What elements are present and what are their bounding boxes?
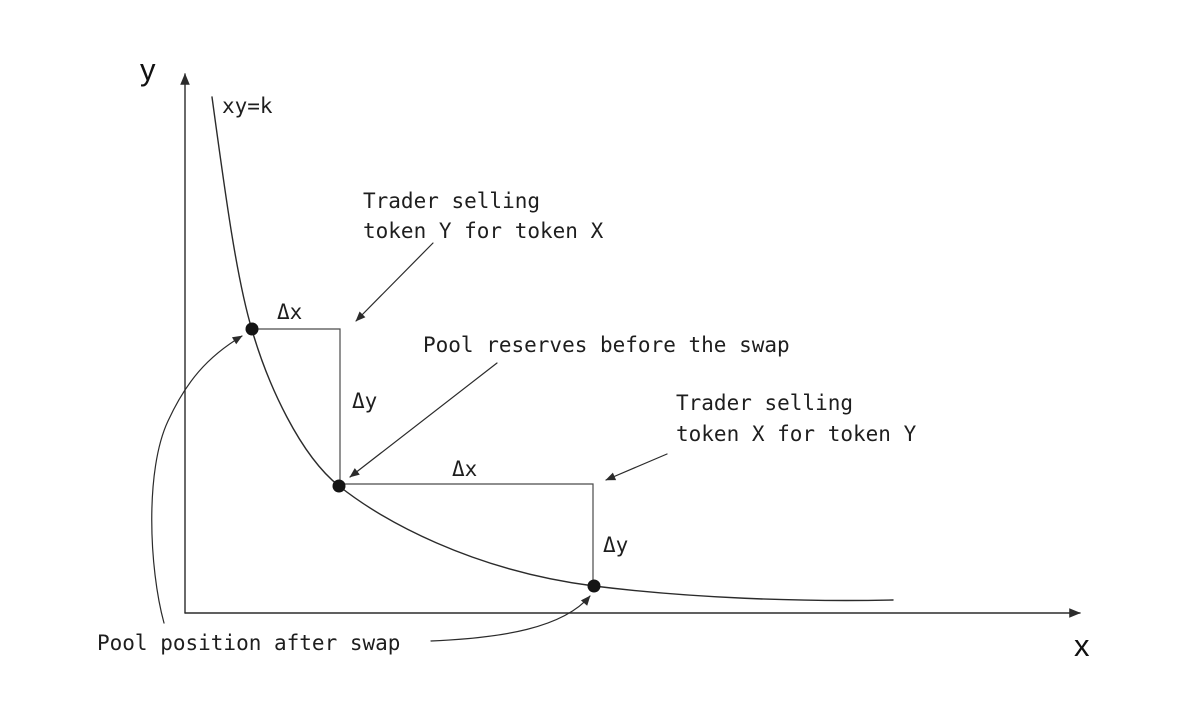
delta-step-sell-token-x <box>340 483 594 586</box>
constant-product-curve <box>211 96 894 602</box>
annotation-trader-selling-y-line2: token Y for token X <box>363 219 604 243</box>
curve-equation-label: xy=k <box>222 94 273 118</box>
leader-arrow-trader-selling-x <box>605 453 668 481</box>
leader-arrow-pool-after-right <box>430 595 591 642</box>
delta-x-label-sell-y: Δx <box>277 300 302 324</box>
annotation-pool-position-after: Pool position after swap <box>97 631 400 655</box>
delta-x-label-sell-x: Δx <box>452 457 477 481</box>
annotation-trader-selling-x-line1: Trader selling <box>676 391 853 415</box>
annotation-trader-selling-y-line1: Trader selling <box>363 189 540 213</box>
leader-arrow-pool-after-left <box>151 335 243 624</box>
x-axis-label: x <box>1074 628 1090 663</box>
point-pool-after-sell-y <box>245 322 259 336</box>
point-pool-after-sell-x <box>587 579 601 593</box>
delta-y-label-sell-x: Δy <box>603 533 628 557</box>
annotation-pool-reserves-before: Pool reserves before the swap <box>423 333 790 357</box>
leader-arrow-pool-reserves-before <box>349 362 498 478</box>
annotation-trader-selling-x-line2: token X for token Y <box>676 422 917 446</box>
delta-y-label-sell-y: Δy <box>352 389 377 413</box>
y-axis-label: y <box>140 52 156 87</box>
delta-step-sell-token-y <box>252 328 341 486</box>
leader-arrow-trader-selling-y <box>355 242 434 322</box>
point-pool-reserves-before <box>332 479 346 493</box>
